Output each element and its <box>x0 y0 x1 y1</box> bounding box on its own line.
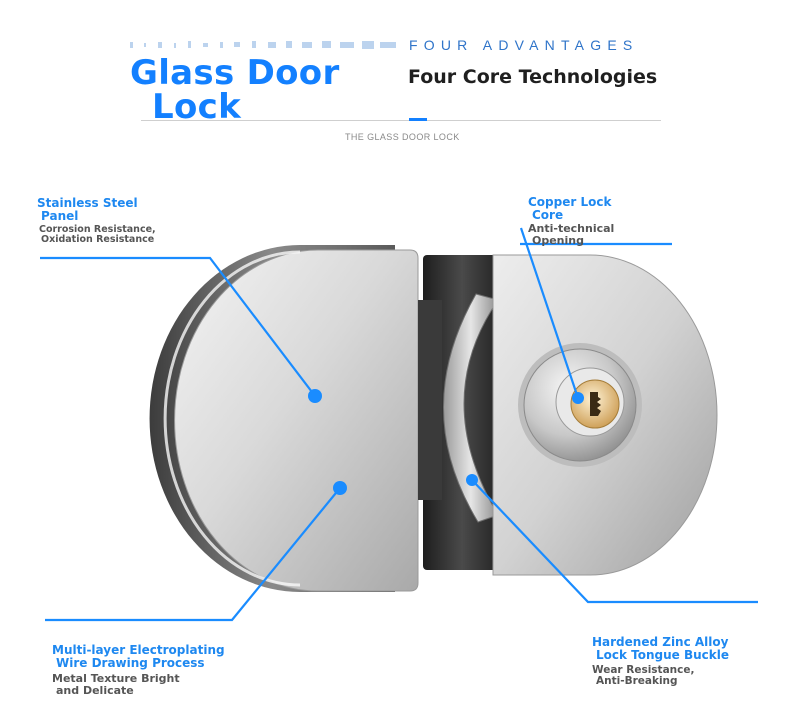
callout-dot-plating <box>333 481 347 495</box>
page-title-line1: Glass Door <box>130 53 340 93</box>
header-divider-accent <box>409 118 427 121</box>
page-title-line2: Lock <box>152 87 241 127</box>
header-divider <box>141 120 661 121</box>
callout-plating: Multi-layer Electroplating Wire Drawing … <box>52 644 225 697</box>
decorative-dot-strip <box>130 41 396 49</box>
page-title: Glass Door Lock <box>130 56 400 124</box>
callout-core-title: Copper Lock Core <box>528 195 612 222</box>
header-caption: THE GLASS DOOR LOCK <box>345 132 460 142</box>
callout-buckle-title: Hardened Zinc Alloy Lock Tongue Buckle <box>592 635 730 662</box>
callout-panel-title: Stainless Steel Panel <box>37 196 138 223</box>
callout-core-subtitle: Anti-technical Opening <box>528 222 615 247</box>
callout-core: Copper Lock Core Anti-technical Opening <box>528 196 614 247</box>
callout-plating-title: Multi-layer Electroplating Wire Drawing … <box>52 643 225 670</box>
callout-plating-subtitle: Metal Texture Bright and Delicate <box>52 672 180 697</box>
section-eyebrow: FOUR ADVANTAGES <box>409 37 639 53</box>
callout-buckle: Hardened Zinc Alloy Lock Tongue Buckle W… <box>592 636 729 687</box>
callout-panel: Stainless Steel Panel Corrosion Resistan… <box>37 197 156 245</box>
page-subtitle: Four Core Technologies <box>408 66 658 88</box>
callout-dot-core <box>572 392 584 404</box>
callout-dot-buckle <box>466 474 478 486</box>
callout-buckle-subtitle: Wear Resistance, Anti-Breaking <box>592 664 695 687</box>
callout-dot-panel <box>308 389 322 403</box>
callout-panel-subtitle: Corrosion Resistance, Oxidation Resistan… <box>39 224 156 245</box>
